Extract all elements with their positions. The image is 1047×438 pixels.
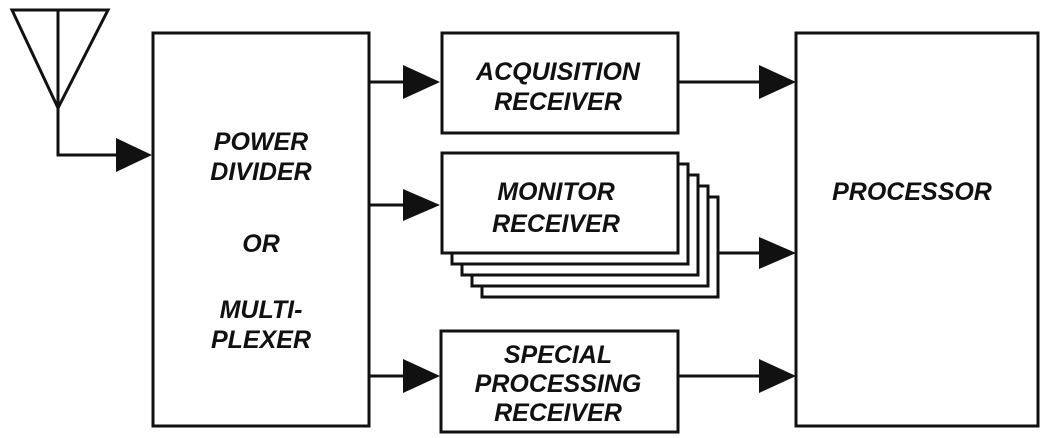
- acquisition-label-line-2: RECEIVER: [494, 88, 622, 116]
- special-label-line-2: PROCESSING: [475, 370, 642, 398]
- special-label-line-1: SPECIAL: [504, 341, 612, 369]
- processor-label: PROCESSOR: [832, 178, 992, 206]
- monitor-receiver-block: MONITOR RECEIVER: [440, 151, 720, 299]
- divider-label-line-5: MULTI-: [220, 296, 303, 324]
- special-label-line-3: RECEIVER: [494, 399, 622, 427]
- arrowhead-icon: [759, 237, 796, 269]
- antenna-icon: [9, 8, 111, 112]
- divider-label-line-2: DIVIDER: [210, 158, 311, 186]
- divider-label-line-or: OR: [242, 230, 280, 258]
- special-processing-receiver-block: SPECIAL PROCESSING RECEIVER: [439, 329, 680, 434]
- acquisition-receiver-block: ACQUISITION RECEIVER: [440, 31, 680, 135]
- arrowhead-icon: [759, 65, 796, 99]
- arrowhead-icon: [116, 138, 152, 172]
- monitor-stack-front: [440, 151, 680, 255]
- divider-label-line-6: PLEXER: [211, 326, 311, 354]
- arrowhead-icon: [403, 65, 440, 99]
- arrowhead-icon: [403, 189, 440, 221]
- monitor-label-line-2: RECEIVER: [492, 210, 620, 238]
- monitor-label-line-1: MONITOR: [497, 178, 615, 206]
- arrowhead-icon: [759, 359, 796, 393]
- power-divider-block: POWER DIVIDER OR MULTI- PLEXER: [151, 31, 371, 428]
- arrowhead-icon: [403, 359, 440, 393]
- acquisition-label-line-1: ACQUISITION: [475, 58, 641, 86]
- connector-antenna-to-divider: [56, 108, 118, 157]
- divider-label-line-1: POWER: [214, 128, 308, 156]
- processor-block: PROCESSOR: [794, 31, 1040, 428]
